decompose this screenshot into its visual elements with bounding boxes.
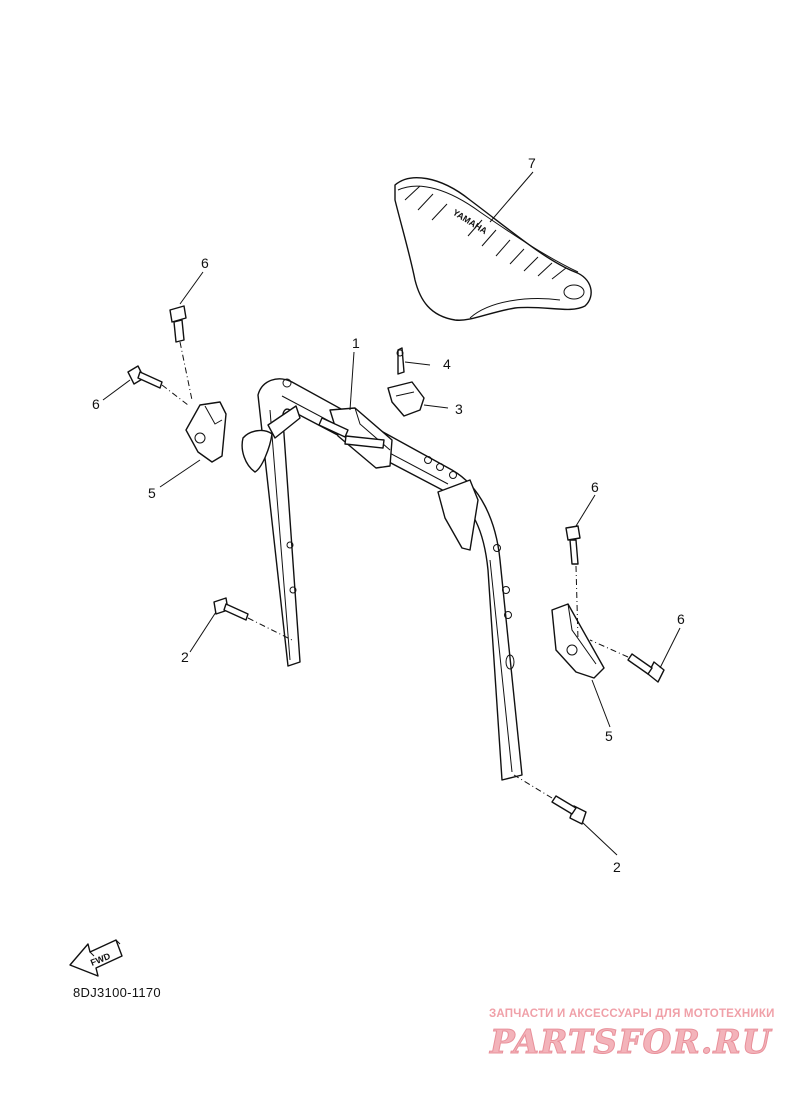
callout-numbers: 1 2 2 3 4 5 5 6 6 6 6 7 [92,155,685,875]
bolt-6-top-left [169,305,193,401]
handlebar-pad: YAMAHA [394,177,592,321]
mount-bracket-left [185,401,273,473]
bolt-6-left [127,365,189,406]
frame-bolts [318,417,385,449]
callout-6-left: 6 [92,396,100,412]
clip-bracket [387,381,449,417]
bolt-2-right [513,774,587,825]
frame-tube [257,378,523,781]
callout-2-right: 2 [613,859,621,875]
bolt-6-right-lower [589,639,665,683]
callout-7: 7 [528,155,536,171]
bolt-6-right-upper [565,525,581,641]
watermark-logo: PARTSFOR.RU [490,1022,772,1062]
callout-5-left: 5 [148,485,156,501]
mount-bracket-right [551,603,605,679]
fwd-arrow-icon: FWD [69,939,123,977]
watermark-tagline: ЗАПЧАСТИ И АКСЕССУАРЫ ДЛЯ МОТОТЕХНИКИ [489,1008,775,1020]
catalog-code: 8DJ3100-1170 [73,985,161,1000]
bolt-2-left [213,597,293,641]
callout-4: 4 [443,356,451,372]
cotter-pin [396,347,431,375]
leader-lines [102,171,681,856]
callout-6-right-lower: 6 [677,611,685,627]
callout-6-right-upper: 6 [591,479,599,495]
callout-2-left: 2 [181,649,189,665]
callout-6-top-left: 6 [201,255,209,271]
callout-5-right: 5 [605,728,613,744]
callout-3: 3 [455,401,463,417]
callout-1: 1 [352,335,360,351]
